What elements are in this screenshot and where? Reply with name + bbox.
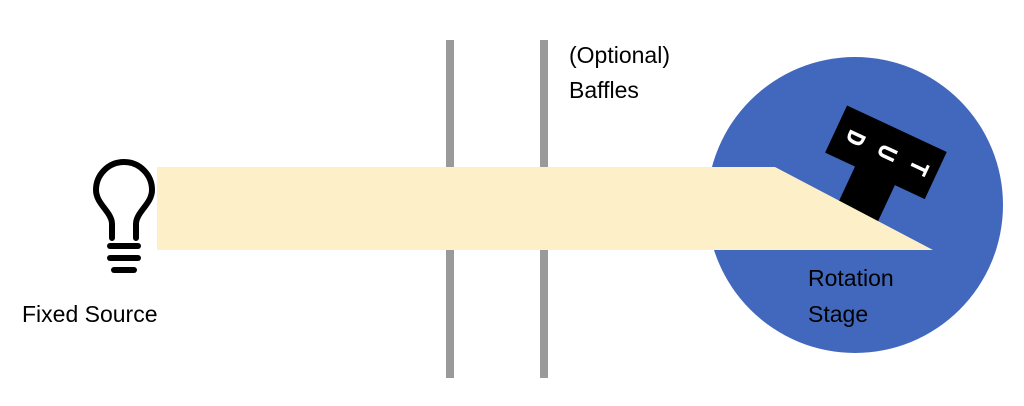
baffle-2-top xyxy=(540,40,548,167)
stage-label-line2: Stage xyxy=(808,301,868,327)
baffles-label-line2: Baffles xyxy=(569,77,639,103)
baffles-label-line1: (Optional) xyxy=(569,42,670,68)
source-label: Fixed Source xyxy=(22,301,158,327)
baffle-1-bottom xyxy=(446,250,454,378)
stage-label-line1: Rotation xyxy=(808,265,894,291)
dut-block: D U T xyxy=(825,105,947,222)
light-beam xyxy=(157,167,933,250)
baffle-2-bottom xyxy=(540,250,548,378)
lightbulb-icon xyxy=(92,159,156,273)
baffle-1-top xyxy=(446,40,454,167)
